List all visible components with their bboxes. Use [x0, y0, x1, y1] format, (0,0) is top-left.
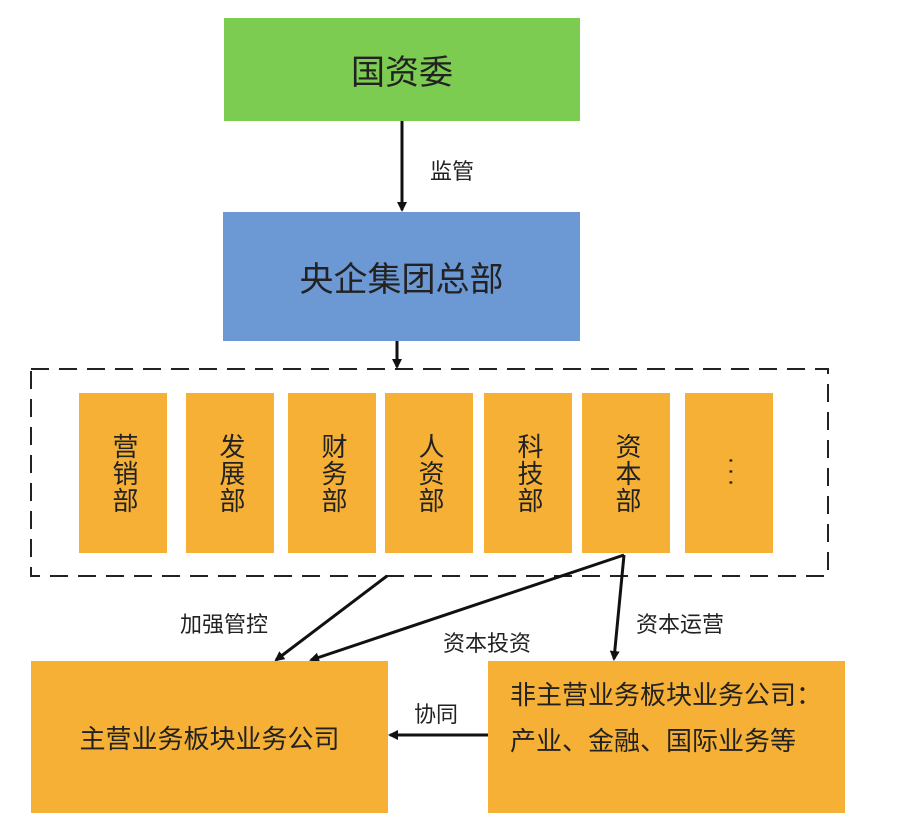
dept-more: ··· — [685, 393, 773, 553]
sasac-node: 国资委 — [224, 18, 580, 121]
dept-hr: 人资部 — [385, 393, 473, 553]
supervise-label: 监管 — [430, 160, 475, 185]
synergy-label: 协同 — [414, 703, 459, 728]
group-hq-node: 央企集团总部 — [223, 212, 580, 341]
dept-finance: 财务部 — [288, 393, 376, 553]
main-business-node: 主营业务板块业务公司 — [31, 661, 388, 813]
arrow-operation — [609, 554, 626, 661]
dept-marketing: 营销部 — [79, 393, 167, 553]
dept-technology: 科技部 — [484, 393, 572, 553]
investment-label: 资本投资 — [443, 632, 532, 657]
arrow-control — [274, 574, 388, 662]
arrow-investment — [309, 553, 625, 663]
departments-dashed-frame — [30, 368, 829, 577]
dept-capital: 资本部 — [582, 393, 670, 553]
non-main-business-node: 非主营业务板块业务公司：产业、金融、国际业务等 — [488, 661, 845, 813]
dept-development: 发展部 — [186, 393, 274, 553]
operation-label: 资本运营 — [636, 613, 725, 638]
control-label: 加强管控 — [180, 613, 269, 638]
